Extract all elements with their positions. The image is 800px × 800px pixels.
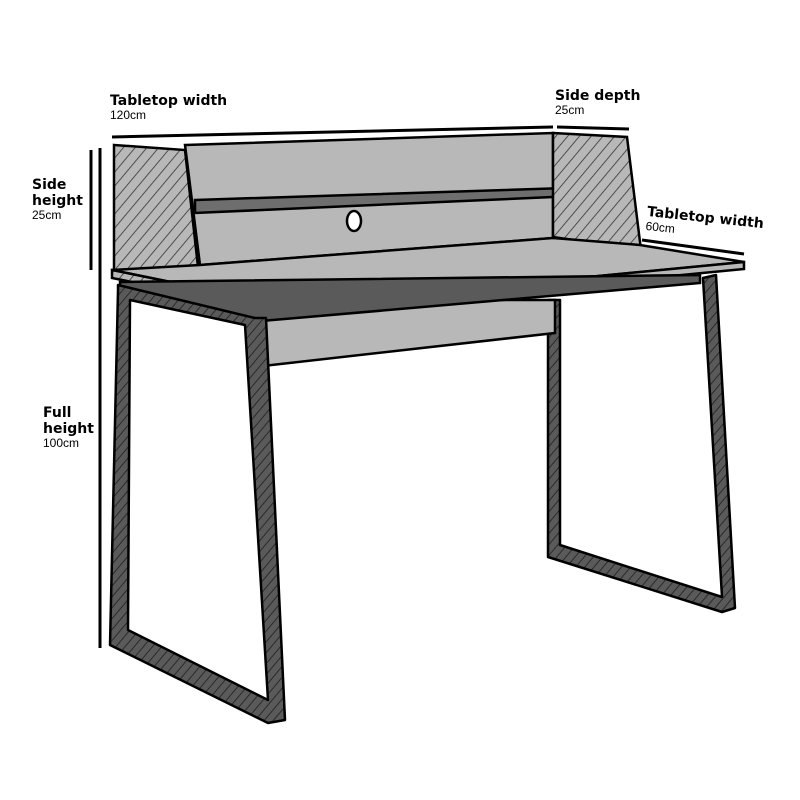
label-title: Full height	[43, 405, 94, 438]
label-tabletop-width: Tabletop width 120cm	[110, 93, 227, 123]
label-value: 120cm	[110, 108, 147, 123]
dimension-lines	[89, 125, 745, 648]
label-value: 25cm	[32, 208, 62, 223]
cable-hole	[345, 209, 363, 233]
right-leg-frame	[546, 273, 737, 614]
label-side-height: Side height 25cm	[32, 177, 87, 223]
label-side-depth: Side depth 25cm	[555, 88, 640, 118]
label-title: Side depth	[555, 88, 641, 104]
hutch-right-side	[551, 131, 643, 252]
label-title: Side height	[32, 177, 83, 210]
hutch-left-side	[112, 143, 202, 287]
label-value: 25cm	[555, 103, 585, 118]
label-value: 100cm	[43, 436, 80, 451]
left-leg-frame	[108, 283, 287, 725]
label-title: Tabletop width	[110, 93, 228, 109]
label-full-height: Full height 100cm	[43, 405, 94, 451]
